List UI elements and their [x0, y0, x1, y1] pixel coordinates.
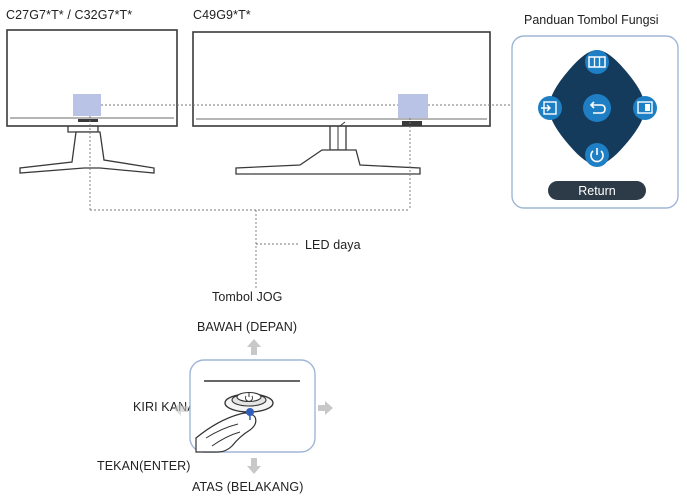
led-highlight-right: [398, 94, 428, 118]
model-label-left: C27G7*T* / C32G7*T*: [6, 8, 133, 22]
function-key-guide-panel: Panduan Tombol Fungsi Return: [511, 13, 679, 209]
guide-title: Panduan Tombol Fungsi: [524, 13, 659, 27]
finger-icon: [195, 412, 257, 453]
jog-button-label: Tombol JOG: [212, 290, 283, 304]
menu-grid-icon[interactable]: [585, 50, 609, 74]
arrow-up-icon: [247, 339, 261, 355]
leader-lines: [89, 104, 520, 288]
return-pill: [548, 181, 646, 200]
led-label: LED daya: [305, 238, 361, 252]
led-highlight-left: [73, 94, 101, 116]
press-enter-label: TEKAN(ENTER): [97, 459, 191, 473]
arrow-down-icon: [247, 458, 261, 474]
return-icon[interactable]: [583, 94, 611, 122]
arrow-right-icon: [318, 401, 333, 415]
jog-detail: [174, 339, 333, 474]
direction-up-label: ATAS (BELAKANG): [192, 480, 304, 494]
arrow-left-icon: [174, 402, 188, 416]
monitor-right: [192, 31, 491, 175]
return-label: Return: [578, 184, 616, 198]
monitor-left: [6, 29, 178, 174]
model-label-right: C49G9*T*: [193, 8, 251, 22]
direction-down-label: BAWAH (DEPAN): [197, 320, 298, 334]
